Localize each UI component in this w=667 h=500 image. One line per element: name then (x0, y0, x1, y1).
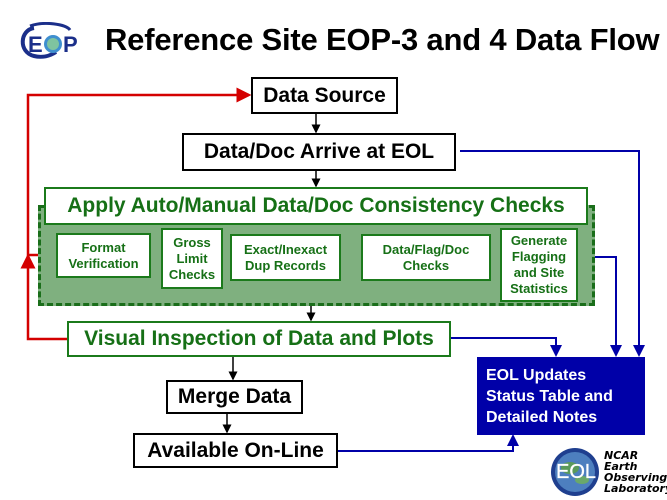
eop-logo-icon: E P (16, 21, 88, 62)
ncar-label-line: Laboratory (604, 482, 667, 495)
page-title: Reference Site EOP-3 and 4 Data Flow (105, 22, 660, 57)
check-line: Format (81, 239, 126, 255)
check-line: Data/Flag/Doc (382, 241, 470, 257)
check-dup-records: Exact/Inexact Dup Records (230, 234, 341, 281)
status-line: Detailed Notes (486, 408, 598, 426)
node-available-online: Available On-Line (133, 433, 338, 468)
check-line: Exact/Inexact (243, 241, 328, 257)
node-consistency-checks: Apply Auto/Manual Data/Doc Consistency C… (44, 187, 588, 225)
check-line: Dup Records (245, 257, 326, 273)
check-line: Gross (173, 234, 211, 250)
check-site-statistics: Generate Flagging and Site Statistics (500, 228, 578, 302)
svg-text:P: P (63, 32, 78, 57)
ncar-eol-label: NCAR Earth Observing Laboratory (604, 450, 667, 494)
check-gross-limit: Gross Limit Checks (161, 228, 223, 289)
status-from-arrive (460, 150, 645, 357)
check-line: Flagging (511, 249, 567, 264)
check-line: Checks (168, 266, 216, 282)
feedback-visual-to-source (26, 87, 252, 341)
check-line: Generate (510, 233, 568, 248)
ncar-label-line: Earth (604, 460, 638, 473)
check-line: Verification (68, 255, 139, 271)
status-from-available (338, 434, 519, 452)
node-status-table: EOL Updates Status Table and Detailed No… (477, 357, 645, 435)
node-data-source: Data Source (251, 77, 398, 114)
node-merge-data: Merge Data (166, 380, 303, 414)
node-data-arrive: Data/Doc Arrive at EOL (182, 133, 456, 171)
status-from-checks (595, 256, 622, 357)
check-data-flag-doc: Data/Flag/Doc Checks (361, 234, 491, 281)
check-line: Limit (176, 250, 208, 266)
check-line: Checks (402, 257, 450, 273)
status-from-visual (451, 337, 562, 357)
status-line: EOL Updates (486, 366, 587, 384)
eol-globe-logo-icon: EOL NCAR Earth Observing Laboratory (548, 446, 667, 498)
check-line: Statistics (510, 281, 568, 296)
ncar-label-line: NCAR (604, 449, 639, 462)
node-visual-inspection: Visual Inspection of Data and Plots (67, 321, 451, 357)
status-line: Status Table and (486, 387, 613, 405)
check-format-verification: Format Verification (56, 233, 151, 278)
eol-badge-text: EOL (556, 461, 596, 483)
svg-text:E: E (28, 32, 43, 57)
check-line: and Site (513, 265, 565, 280)
ncar-label-line: Observing (604, 471, 667, 484)
